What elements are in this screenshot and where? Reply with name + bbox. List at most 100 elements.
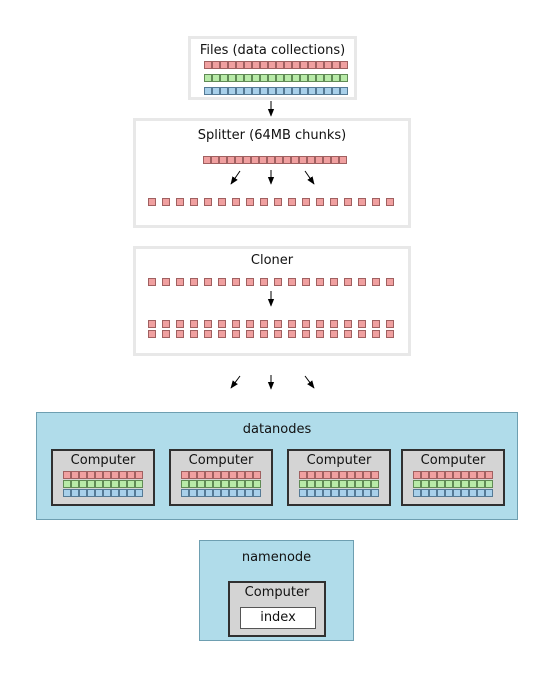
- cloner-box: Cloner: [133, 246, 411, 356]
- chunk-cell: [181, 480, 189, 488]
- files-box: Files (data collections): [188, 36, 357, 100]
- chunk-cell: [469, 471, 477, 479]
- chunk-cell: [259, 156, 267, 164]
- chunk-cell: [228, 87, 236, 95]
- computer-row-green: [181, 480, 261, 488]
- chunk-cell: [204, 61, 212, 69]
- chunk-cell: [437, 489, 445, 497]
- chunk-cell: [87, 480, 95, 488]
- chunk-cell: [371, 489, 379, 497]
- chunk-cell: [246, 330, 254, 338]
- chunk-cell: [330, 320, 338, 328]
- chunk-cell: [111, 489, 119, 497]
- chunk-cell: [87, 471, 95, 479]
- chunk-cell: [308, 87, 316, 95]
- chunk-cell: [437, 480, 445, 488]
- chunk-cell: [79, 471, 87, 479]
- chunk-cell: [63, 480, 71, 488]
- chunk-cell: [274, 278, 282, 286]
- datanode-computer-4: Computer: [401, 449, 505, 506]
- chunk-cell: [71, 471, 79, 479]
- computer-row-red: [63, 471, 143, 479]
- chunk-cell: [316, 330, 324, 338]
- chunk-cell: [372, 198, 380, 206]
- datanodes-region: datanodes Computer Computer Computer Com…: [36, 412, 518, 520]
- chunk-cell: [228, 61, 236, 69]
- chunk-cell: [103, 480, 111, 488]
- chunk-cell: [347, 480, 355, 488]
- chunk-cell: [219, 156, 227, 164]
- chunk-cell: [292, 61, 300, 69]
- chunk-cell: [355, 480, 363, 488]
- chunk-cell: [363, 480, 371, 488]
- chunk-cell: [135, 471, 143, 479]
- chunk-cell: [308, 61, 316, 69]
- chunk-cell: [429, 480, 437, 488]
- chunk-cell: [197, 480, 205, 488]
- arrow-right-down: [304, 375, 315, 389]
- chunk-cell: [315, 471, 323, 479]
- chunk-cell: [347, 489, 355, 497]
- chunk-cell: [331, 471, 339, 479]
- chunk-cell: [244, 87, 252, 95]
- chunk-cell: [260, 278, 268, 286]
- chunk-cell: [358, 278, 366, 286]
- chunk-cell: [316, 74, 324, 82]
- chunk-cell: [339, 489, 347, 497]
- computer-label: Computer: [188, 453, 254, 468]
- chunk-cell: [260, 320, 268, 328]
- chunk-cell: [220, 74, 228, 82]
- chunk-cell: [236, 61, 244, 69]
- chunk-cell: [445, 471, 453, 479]
- chunk-cell: [204, 74, 212, 82]
- chunk-cell: [205, 480, 213, 488]
- chunk-cell: [204, 320, 212, 328]
- files-row-green: [204, 74, 348, 82]
- namenode-region: namenode Computer index: [199, 540, 354, 641]
- chunk-cell: [453, 471, 461, 479]
- chunk-cell: [218, 330, 226, 338]
- files-row-red: [204, 61, 348, 69]
- chunk-cell: [276, 61, 284, 69]
- chunk-cell: [299, 471, 307, 479]
- chunk-cell: [236, 87, 244, 95]
- chunk-cell: [292, 87, 300, 95]
- datanode-computer-3: Computer: [287, 449, 391, 506]
- chunk-cell: [284, 74, 292, 82]
- chunk-cell: [469, 489, 477, 497]
- computer-label: Computer: [244, 585, 310, 600]
- chunk-cell: [197, 471, 205, 479]
- chunk-cell: [218, 320, 226, 328]
- chunk-cell: [445, 480, 453, 488]
- chunk-cell: [371, 471, 379, 479]
- chunk-cell: [95, 489, 103, 497]
- chunk-cell: [176, 278, 184, 286]
- chunk-cell: [299, 489, 307, 497]
- chunk-cell: [221, 480, 229, 488]
- chunk-cell: [344, 320, 352, 328]
- chunk-cell: [485, 471, 493, 479]
- chunk-cell: [413, 471, 421, 479]
- chunk-cell: [229, 480, 237, 488]
- chunk-cell: [63, 471, 71, 479]
- chunk-cell: [339, 471, 347, 479]
- chunk-cell: [135, 489, 143, 497]
- chunk-cell: [421, 471, 429, 479]
- chunk-cell: [344, 278, 352, 286]
- chunk-cell: [331, 480, 339, 488]
- chunk-cell: [252, 87, 260, 95]
- chunk-cell: [204, 87, 212, 95]
- chunk-cell: [284, 61, 292, 69]
- chunk-cell: [316, 320, 324, 328]
- chunk-cell: [245, 489, 253, 497]
- chunk-cell: [302, 330, 310, 338]
- computer-row-blue: [181, 489, 261, 497]
- chunk-cell: [302, 278, 310, 286]
- chunk-cell: [308, 74, 316, 82]
- chunk-cell: [323, 156, 331, 164]
- chunk-cell: [252, 61, 260, 69]
- chunk-cell: [190, 330, 198, 338]
- datanodes-title: datanodes: [242, 422, 312, 437]
- chunk-cell: [302, 320, 310, 328]
- computer-label: Computer: [306, 453, 372, 468]
